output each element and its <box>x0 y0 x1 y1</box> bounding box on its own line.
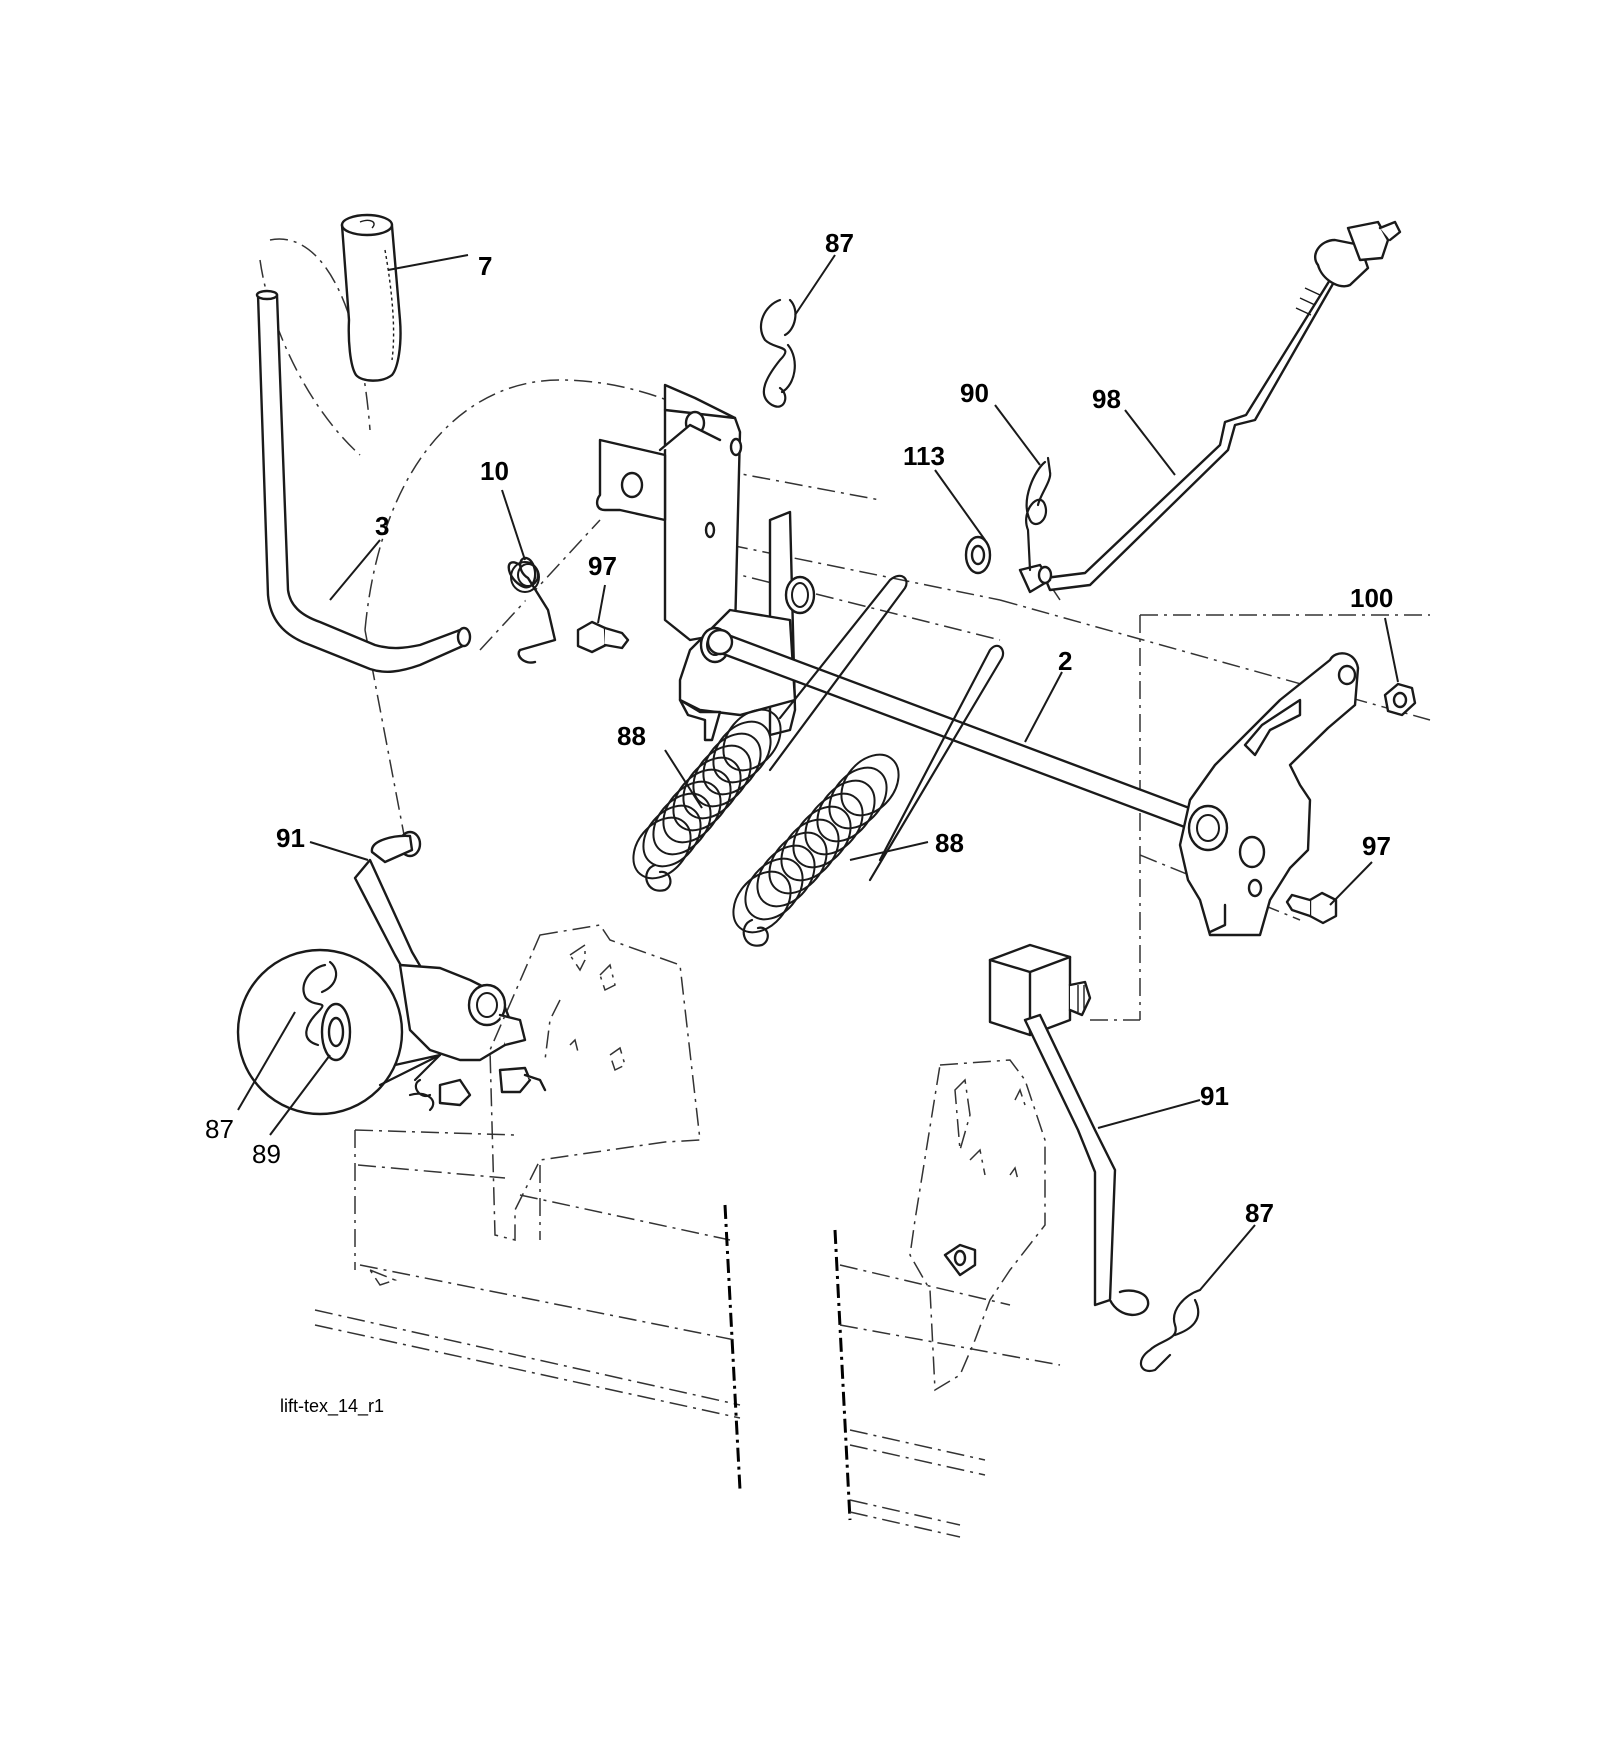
callout-87-detail: 87 <box>205 1114 234 1144</box>
callout-89: 89 <box>252 1139 281 1169</box>
nut-100 <box>1383 682 1417 717</box>
callout-7: 7 <box>478 251 492 281</box>
callout-10: 10 <box>480 456 509 486</box>
washer-113 <box>964 535 992 575</box>
drawing-id: lift-tex_14_r1 <box>280 1396 384 1417</box>
spring-right <box>732 753 900 947</box>
right-lift-arm <box>1178 652 1360 937</box>
lift-lever <box>255 289 472 673</box>
leader-lines <box>237 254 1399 1291</box>
callout-98: 98 <box>1092 384 1121 414</box>
callout-91-left: 91 <box>276 823 305 853</box>
hairpin-clip-87-bottom <box>1139 1288 1202 1373</box>
right-deck-body <box>833 1229 1061 1538</box>
handle-grip <box>340 213 402 382</box>
torsion-spring <box>507 556 557 664</box>
left-deck-body <box>314 1129 742 1491</box>
callout-87-top: 87 <box>825 228 854 258</box>
callout-2: 2 <box>1058 646 1072 676</box>
bolt-right <box>1285 891 1338 925</box>
left-deck-bracket <box>398 963 547 1107</box>
callout-labels: 7 87 90 98 113 10 3 97 100 2 88 88 97 91… <box>205 228 1393 1228</box>
left-deck-plate <box>489 924 701 1241</box>
bolt-left <box>576 620 630 654</box>
callout-87-bottom: 87 <box>1245 1198 1274 1228</box>
callout-91-right: 91 <box>1200 1081 1229 1111</box>
callout-88-right: 88 <box>935 828 964 858</box>
callout-97-right: 97 <box>1362 831 1391 861</box>
callout-88-left: 88 <box>617 721 646 751</box>
callout-113: 113 <box>903 441 945 471</box>
callout-90: 90 <box>960 378 989 408</box>
hairpin-clip-90 <box>1025 456 1052 572</box>
hairpin-clip-87-top <box>759 298 797 408</box>
callout-100: 100 <box>1350 583 1393 613</box>
center-bracket <box>595 383 816 742</box>
callout-97-left: 97 <box>588 551 617 581</box>
callout-3: 3 <box>375 511 389 541</box>
detail-circle <box>236 948 442 1116</box>
spring-left <box>632 708 782 892</box>
extension-springs <box>632 574 1005 947</box>
right-deck-plate <box>909 1059 1046 1392</box>
adjustment-rod <box>1018 220 1402 594</box>
right-lift-link <box>988 943 1150 1317</box>
